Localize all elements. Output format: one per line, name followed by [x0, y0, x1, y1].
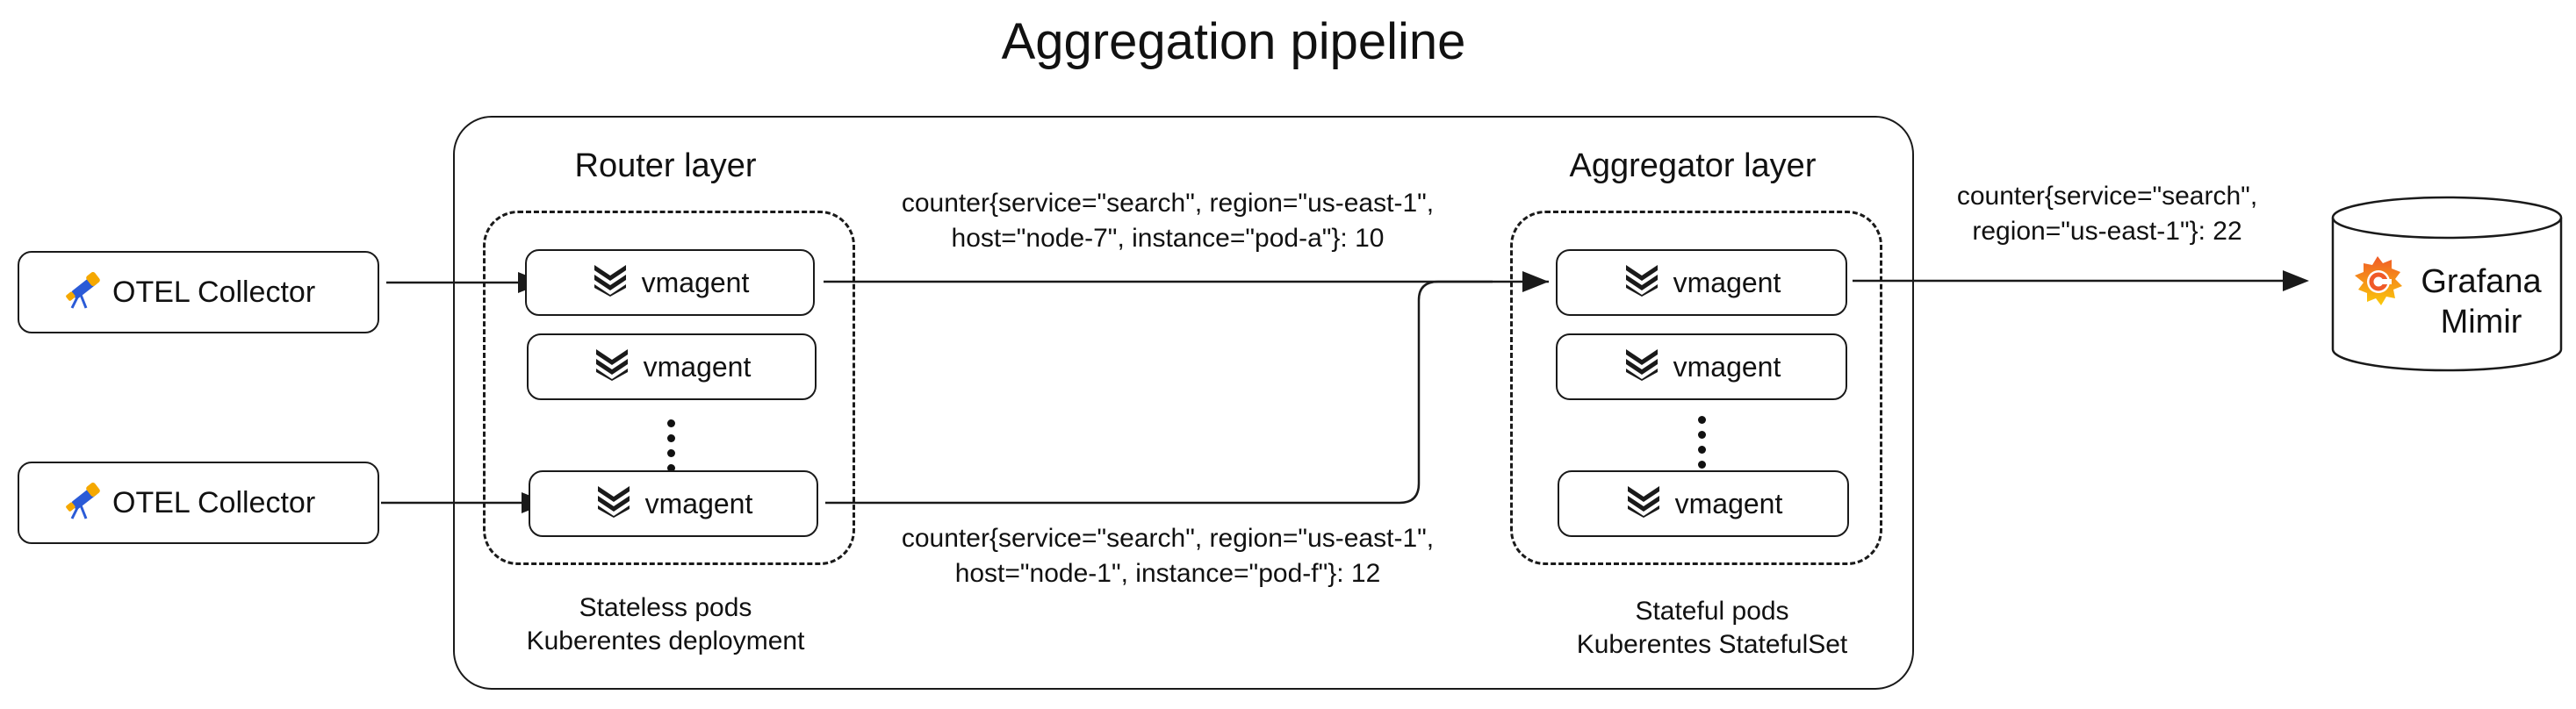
vmagent-icon — [591, 261, 630, 304]
database-cylinder-icon — [2331, 196, 2563, 372]
more-pods-ellipsis — [660, 419, 681, 472]
otel-collector-2[interactable]: OTEL Collector — [18, 462, 379, 544]
mimir-label-line1: Grafana — [2421, 263, 2542, 300]
diagram-title: Aggregation pipeline — [1001, 13, 1466, 70]
router-vmagent-3[interactable]: vmagent — [529, 470, 818, 537]
metric-label-top: counter{service="search", region="us-eas… — [860, 186, 1475, 256]
metric-bottom-line2: host="node-1", instance="pod-f"}: 12 — [954, 559, 1381, 588]
grafana-icon — [2349, 253, 2406, 315]
mimir-label: Grafana Mimir — [2411, 261, 2551, 342]
telescope-icon — [61, 268, 104, 318]
vmagent-icon — [1624, 483, 1663, 525]
grafana-mimir-storage[interactable]: Grafana Mimir — [2330, 195, 2564, 374]
telescope-icon — [61, 478, 104, 528]
aggregator-layer-title: Aggregator layer — [1569, 147, 1817, 184]
vmagent-icon — [593, 346, 631, 388]
metric-output-line1: counter{service="search", — [1956, 182, 2258, 211]
aggregator-caption: Stateful pods Kuberentes StatefulSet — [1510, 595, 1914, 662]
router-pods-group — [483, 211, 855, 565]
vmagent-label: vmagent — [1674, 487, 1783, 519]
cluster-boundary — [453, 116, 1914, 690]
mimir-label-line2: Mimir — [2440, 304, 2522, 340]
metric-output-line2: region="us-east-1"}: 22 — [1972, 217, 2242, 246]
vmagent-icon — [594, 483, 633, 525]
vmagent-label: vmagent — [641, 266, 750, 298]
otel-collector-1[interactable]: OTEL Collector — [18, 251, 379, 333]
collector-label: OTEL Collector — [112, 275, 316, 309]
aggregator-vmagent-2[interactable]: vmagent — [1556, 333, 1847, 400]
metric-top-line1: counter{service="search", region="us-eas… — [901, 189, 1435, 218]
metric-label-output: counter{service="search", region="us-eas… — [1932, 179, 2283, 249]
vmagent-label: vmagent — [644, 487, 753, 519]
vmagent-icon — [1623, 261, 1661, 304]
aggregator-vmagent-1[interactable]: vmagent — [1556, 249, 1847, 316]
vmagent-label: vmagent — [1673, 350, 1781, 383]
router-layer-title: Router layer — [574, 147, 757, 184]
router-vmagent-1[interactable]: vmagent — [525, 249, 815, 316]
vmagent-label: vmagent — [1673, 266, 1781, 298]
arrow-router3-to-aggregator — [825, 280, 1493, 505]
vmagent-label: vmagent — [643, 350, 752, 383]
router-caption: Stateless pods Kuberentes deployment — [481, 591, 850, 658]
aggregator-pods-group — [1510, 211, 1882, 565]
router-caption-line1: Stateless pods — [579, 593, 752, 622]
metric-label-bottom: counter{service="search", region="us-eas… — [860, 521, 1475, 591]
router-caption-line2: Kuberentes deployment — [526, 627, 805, 655]
aggregator-caption-line1: Stateful pods — [1635, 597, 1789, 626]
metric-bottom-line1: counter{service="search", region="us-eas… — [901, 524, 1435, 553]
router-vmagent-2[interactable]: vmagent — [527, 333, 817, 400]
aggregator-caption-line2: Kuberentes StatefulSet — [1576, 630, 1848, 659]
vmagent-icon — [1623, 346, 1661, 388]
more-pods-ellipsis — [1691, 416, 1712, 469]
collector-label: OTEL Collector — [112, 485, 316, 519]
metric-top-line2: host="node-7", instance="pod-a"}: 10 — [951, 224, 1385, 253]
aggregator-vmagent-3[interactable]: vmagent — [1558, 470, 1849, 537]
